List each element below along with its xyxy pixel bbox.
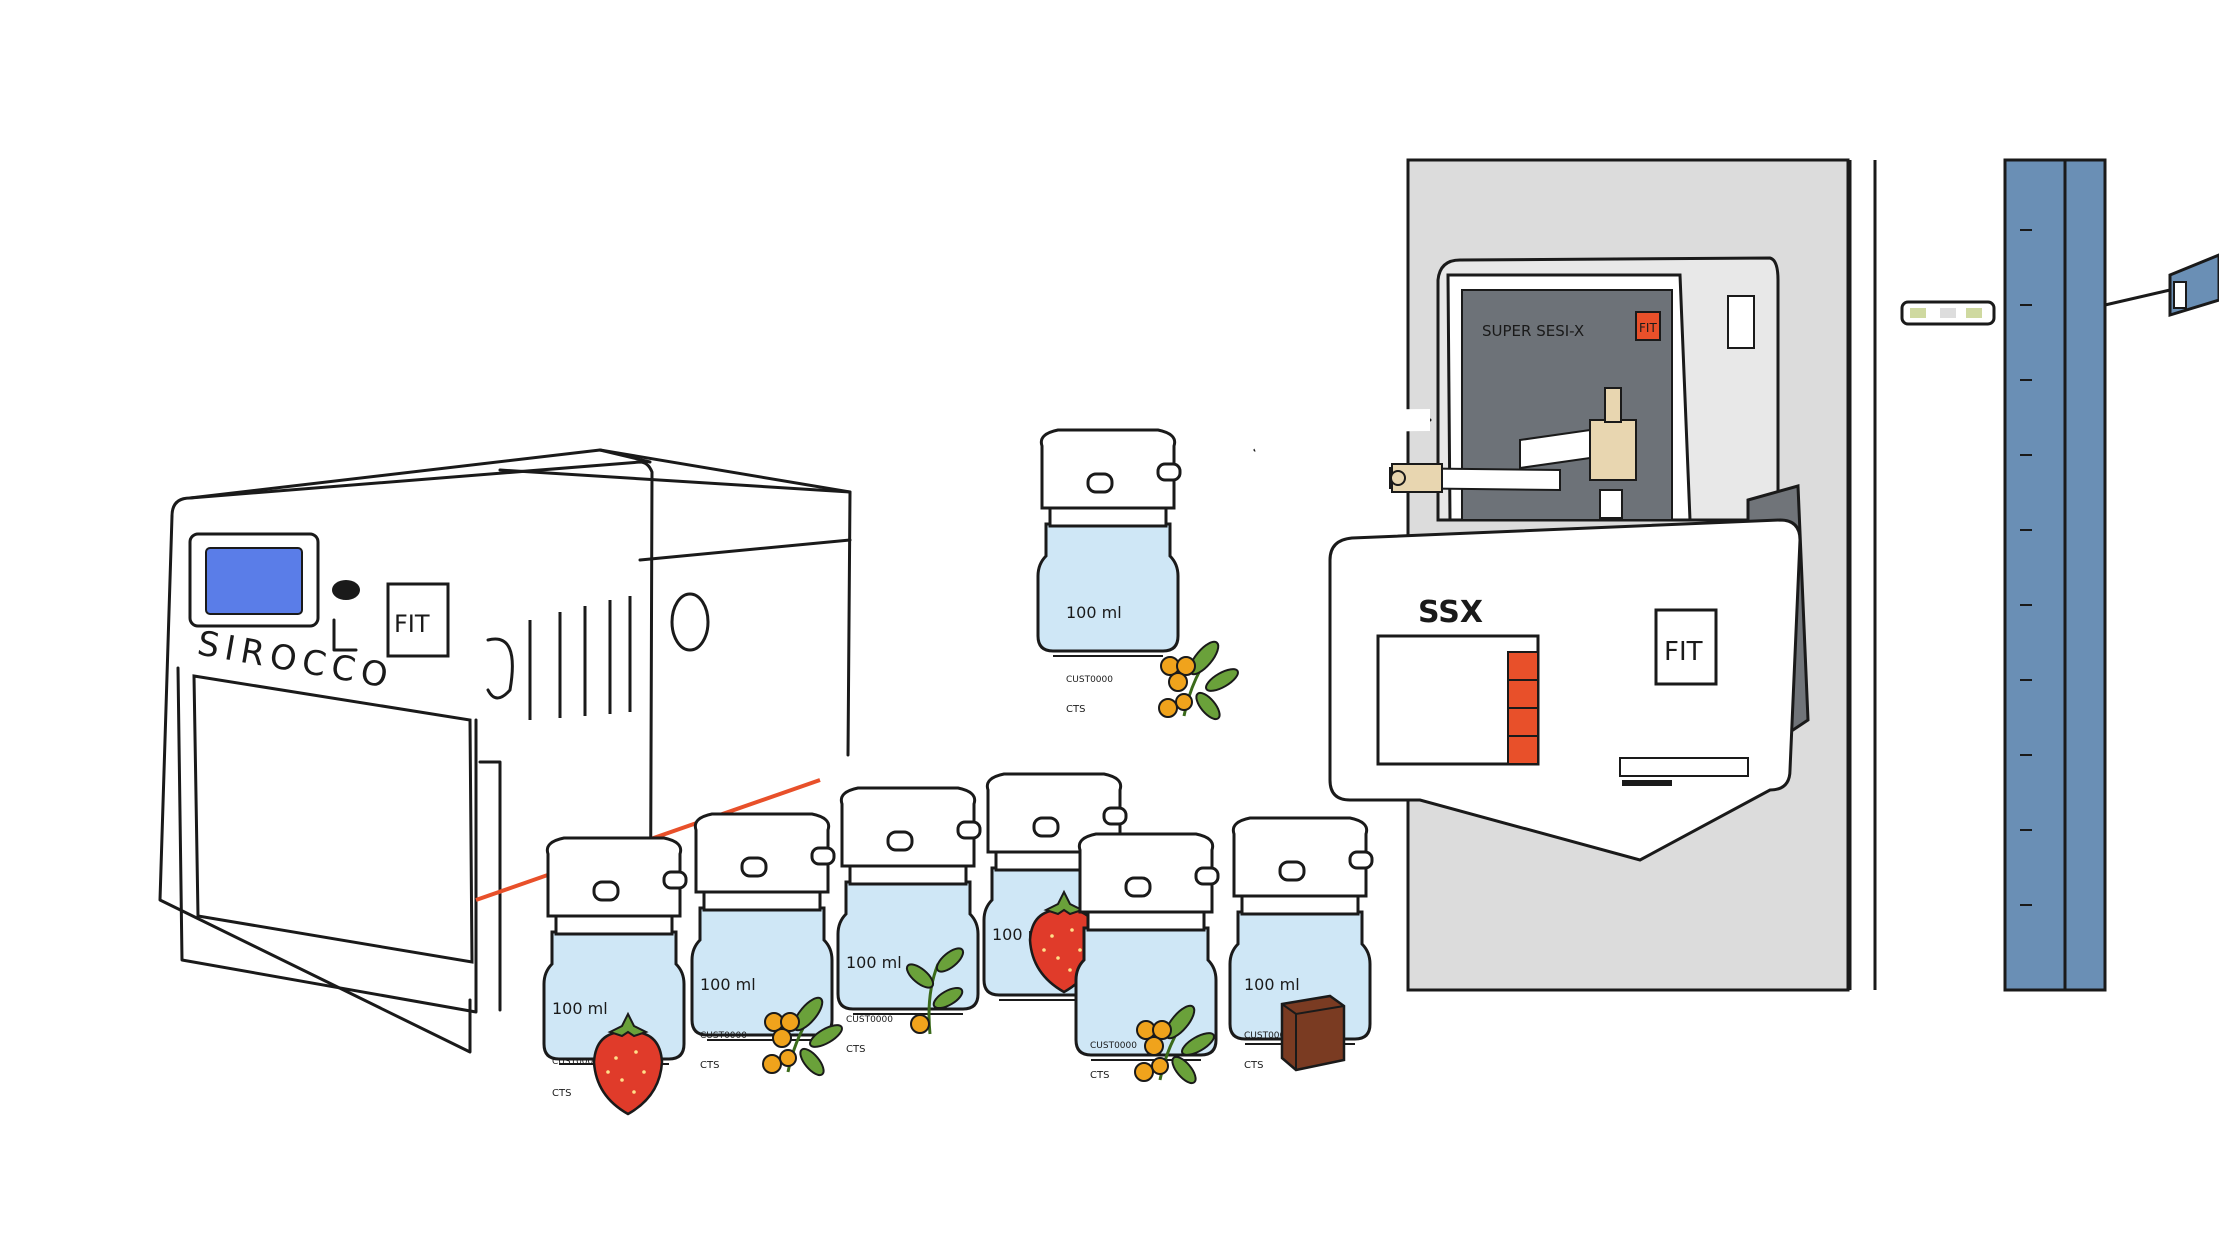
bottle-4: 100 ml bbox=[982, 772, 1128, 1002]
bottle-code: CUST0000 bbox=[1090, 1041, 1137, 1051]
bottle-volume: 100 ml bbox=[1066, 603, 1122, 622]
bottle-code: CUST0000 bbox=[846, 1015, 893, 1025]
bottle-volume: 100 ml bbox=[846, 953, 902, 972]
bottle-mark: CTS bbox=[700, 1060, 719, 1071]
ssx-display-title: SUPER SESI-X bbox=[1482, 322, 1584, 340]
bottle-top: 100 ml CUST0000 CTS bbox=[1036, 428, 1243, 725]
ssx-display-brand: FIT bbox=[1639, 321, 1657, 335]
bottle-3: 100 ml CUST0000 CTS bbox=[836, 786, 982, 1055]
indicator-strip bbox=[1900, 300, 1996, 326]
bottle-code: CUST0000 bbox=[552, 1057, 599, 1067]
bottle-1: 100 ml CUST0000 CTS bbox=[542, 836, 688, 1116]
bottle-6: 100 ml CUST0000 CTS bbox=[1228, 816, 1374, 1072]
bottle-code: CUST0000 bbox=[1244, 1031, 1291, 1041]
bottle-mark: CTS bbox=[1244, 1060, 1263, 1071]
bottle-volume: 100 ml bbox=[700, 975, 756, 994]
ssx-brand-logo: FIT bbox=[1664, 637, 1703, 667]
ssx-button-column bbox=[1507, 651, 1539, 765]
bottle-code: CUST0000 bbox=[700, 1031, 747, 1041]
super-sesi-x-source: SUPER SESI-X FIT bbox=[1389, 256, 1780, 522]
bottle-code: CUST0000 bbox=[1066, 675, 1113, 685]
sirocco-brand-logo: FIT bbox=[394, 610, 430, 638]
bottle-mark: CTS bbox=[552, 1088, 571, 1099]
bottle-mark: CTS bbox=[846, 1044, 865, 1055]
cube-icon bbox=[1280, 994, 1346, 1072]
bottle-mark: CTS bbox=[1090, 1070, 1109, 1081]
chromatography-column bbox=[2003, 158, 2219, 992]
bottle-volume: 100 ml bbox=[1244, 975, 1300, 994]
ssx-label: SSX bbox=[1418, 595, 1483, 630]
ssx-unit: SSX FIT bbox=[1328, 484, 1810, 862]
bottle-5: CUST0000 CTS bbox=[1074, 832, 1220, 1089]
bottle-2: 100 ml CUST0000 CTS bbox=[690, 812, 847, 1081]
sirocco-sampler: FIT SIROCCO bbox=[158, 448, 852, 1054]
bottle-volume: 100 ml bbox=[552, 999, 608, 1018]
bottle-mark: CTS bbox=[1066, 704, 1085, 715]
